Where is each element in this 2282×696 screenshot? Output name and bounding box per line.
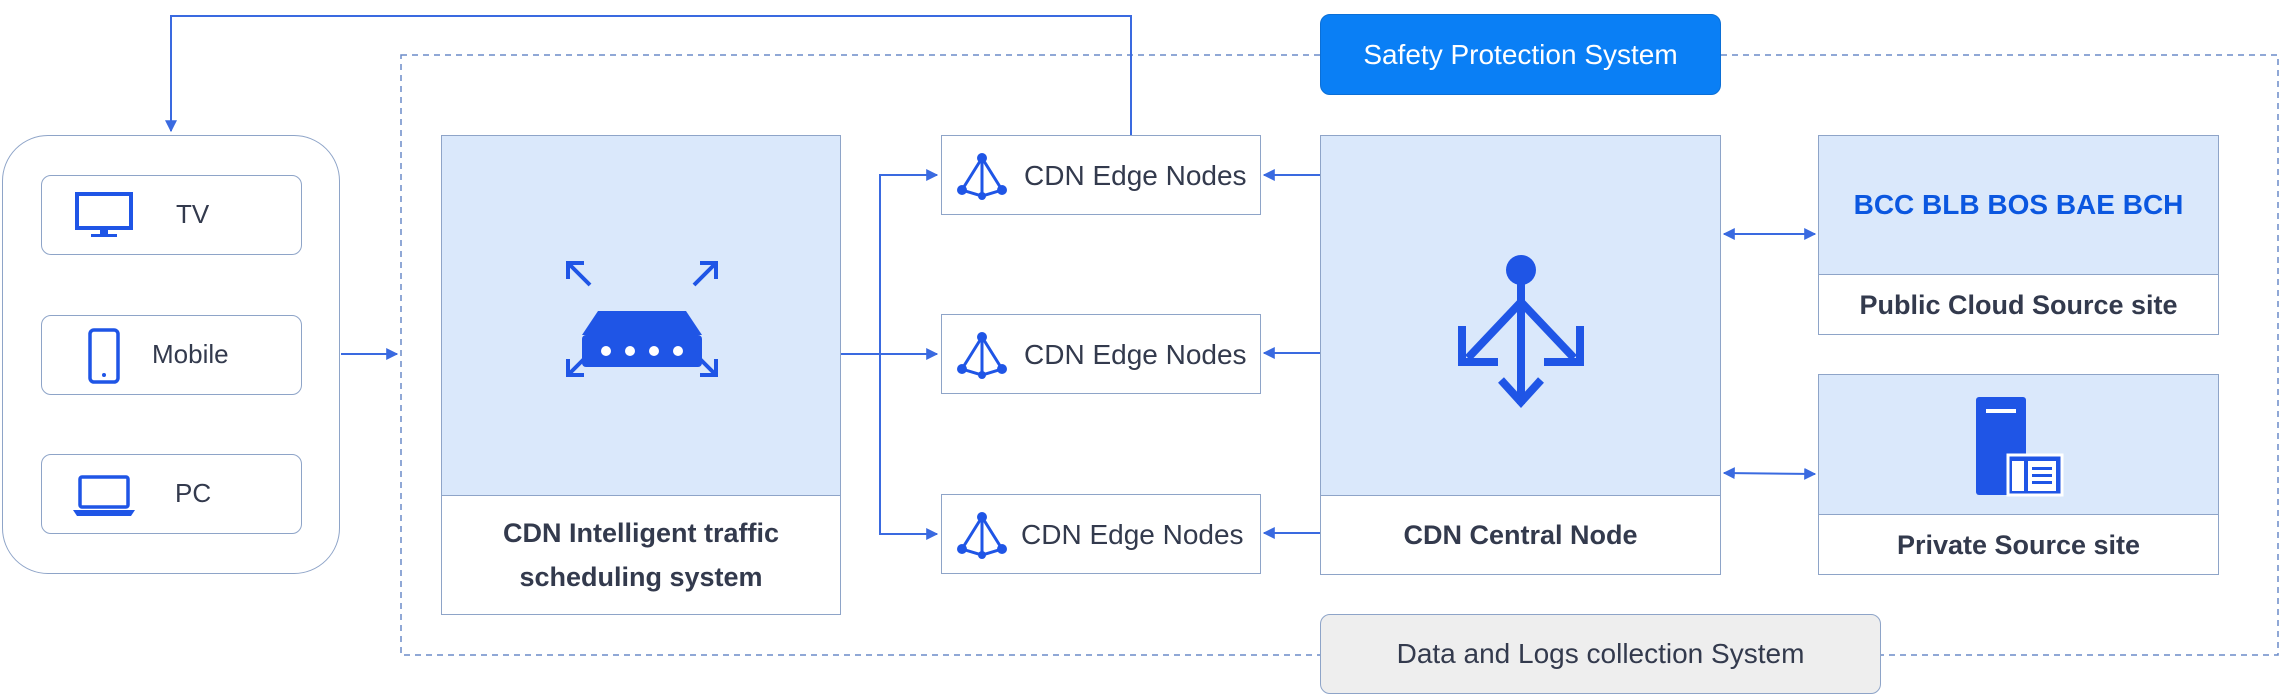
edge-node-1[interactable]: CDN Edge Nodes (941, 135, 1261, 215)
device-label: PC (175, 478, 212, 508)
network-node-icon (957, 153, 1007, 200)
data-logs-label: Data and Logs collection System (1396, 638, 1805, 669)
central-node-label: CDN Central Node (1403, 520, 1638, 550)
device-pc[interactable]: PC (41, 454, 302, 534)
scheduler-to-edge-3-arrow (879, 354, 939, 540)
scheduler-panel (441, 135, 841, 496)
router-icon (566, 261, 718, 377)
public-cloud-caption: Public Cloud Source site (1818, 274, 2219, 335)
return-arrow (165, 15, 1132, 135)
edge-node-label: CDN Edge Nodes (1024, 160, 1247, 191)
central-node-panel (1320, 135, 1721, 496)
central-node-caption: CDN Central Node (1320, 495, 1721, 575)
public-cloud-services-panel: BCC BLB BOS BAE BCH (1818, 135, 2219, 275)
network-node-icon (957, 512, 1007, 559)
network-node-icon (957, 332, 1007, 379)
public-cloud-services: BCC BLB BOS BAE BCH (1853, 189, 2184, 220)
private-source-label: Private Source site (1896, 529, 2141, 560)
tv-icon (75, 192, 133, 237)
safety-protection-system[interactable]: Safety Protection System (1320, 14, 1721, 95)
mobile-icon (88, 328, 120, 384)
edge-node-label: CDN Edge Nodes (1024, 339, 1247, 370)
private-source-panel (1818, 374, 2219, 515)
device-tv[interactable]: TV (41, 175, 302, 255)
data-logs-collection-system[interactable]: Data and Logs collection System (1320, 614, 1881, 694)
safety-protection-label: Safety Protection System (1363, 38, 1678, 70)
device-mobile[interactable]: Mobile (41, 315, 302, 395)
device-label: Mobile (152, 339, 229, 369)
scheduler-label-line2: scheduling system (519, 562, 763, 592)
public-cloud-label: Public Cloud Source site (1859, 289, 2178, 320)
edge-node-3[interactable]: CDN Edge Nodes (941, 494, 1261, 574)
edge-node-2[interactable]: CDN Edge Nodes (941, 314, 1261, 394)
device-label: TV (176, 199, 210, 229)
distribution-arrows-icon (1458, 255, 1584, 408)
edge-node-label: CDN Edge Nodes (1021, 519, 1244, 550)
scheduler-label-line1: CDN Intelligent traffic (502, 518, 779, 548)
private-source-caption: Private Source site (1818, 514, 2219, 575)
scheduler-to-edge-1-arrow (879, 169, 939, 354)
laptop-icon (73, 475, 135, 516)
scheduler-caption: CDN Intelligent traffic scheduling syste… (441, 495, 841, 615)
central-private-source-arrow (1722, 467, 1817, 480)
server-icon (1976, 397, 2064, 497)
